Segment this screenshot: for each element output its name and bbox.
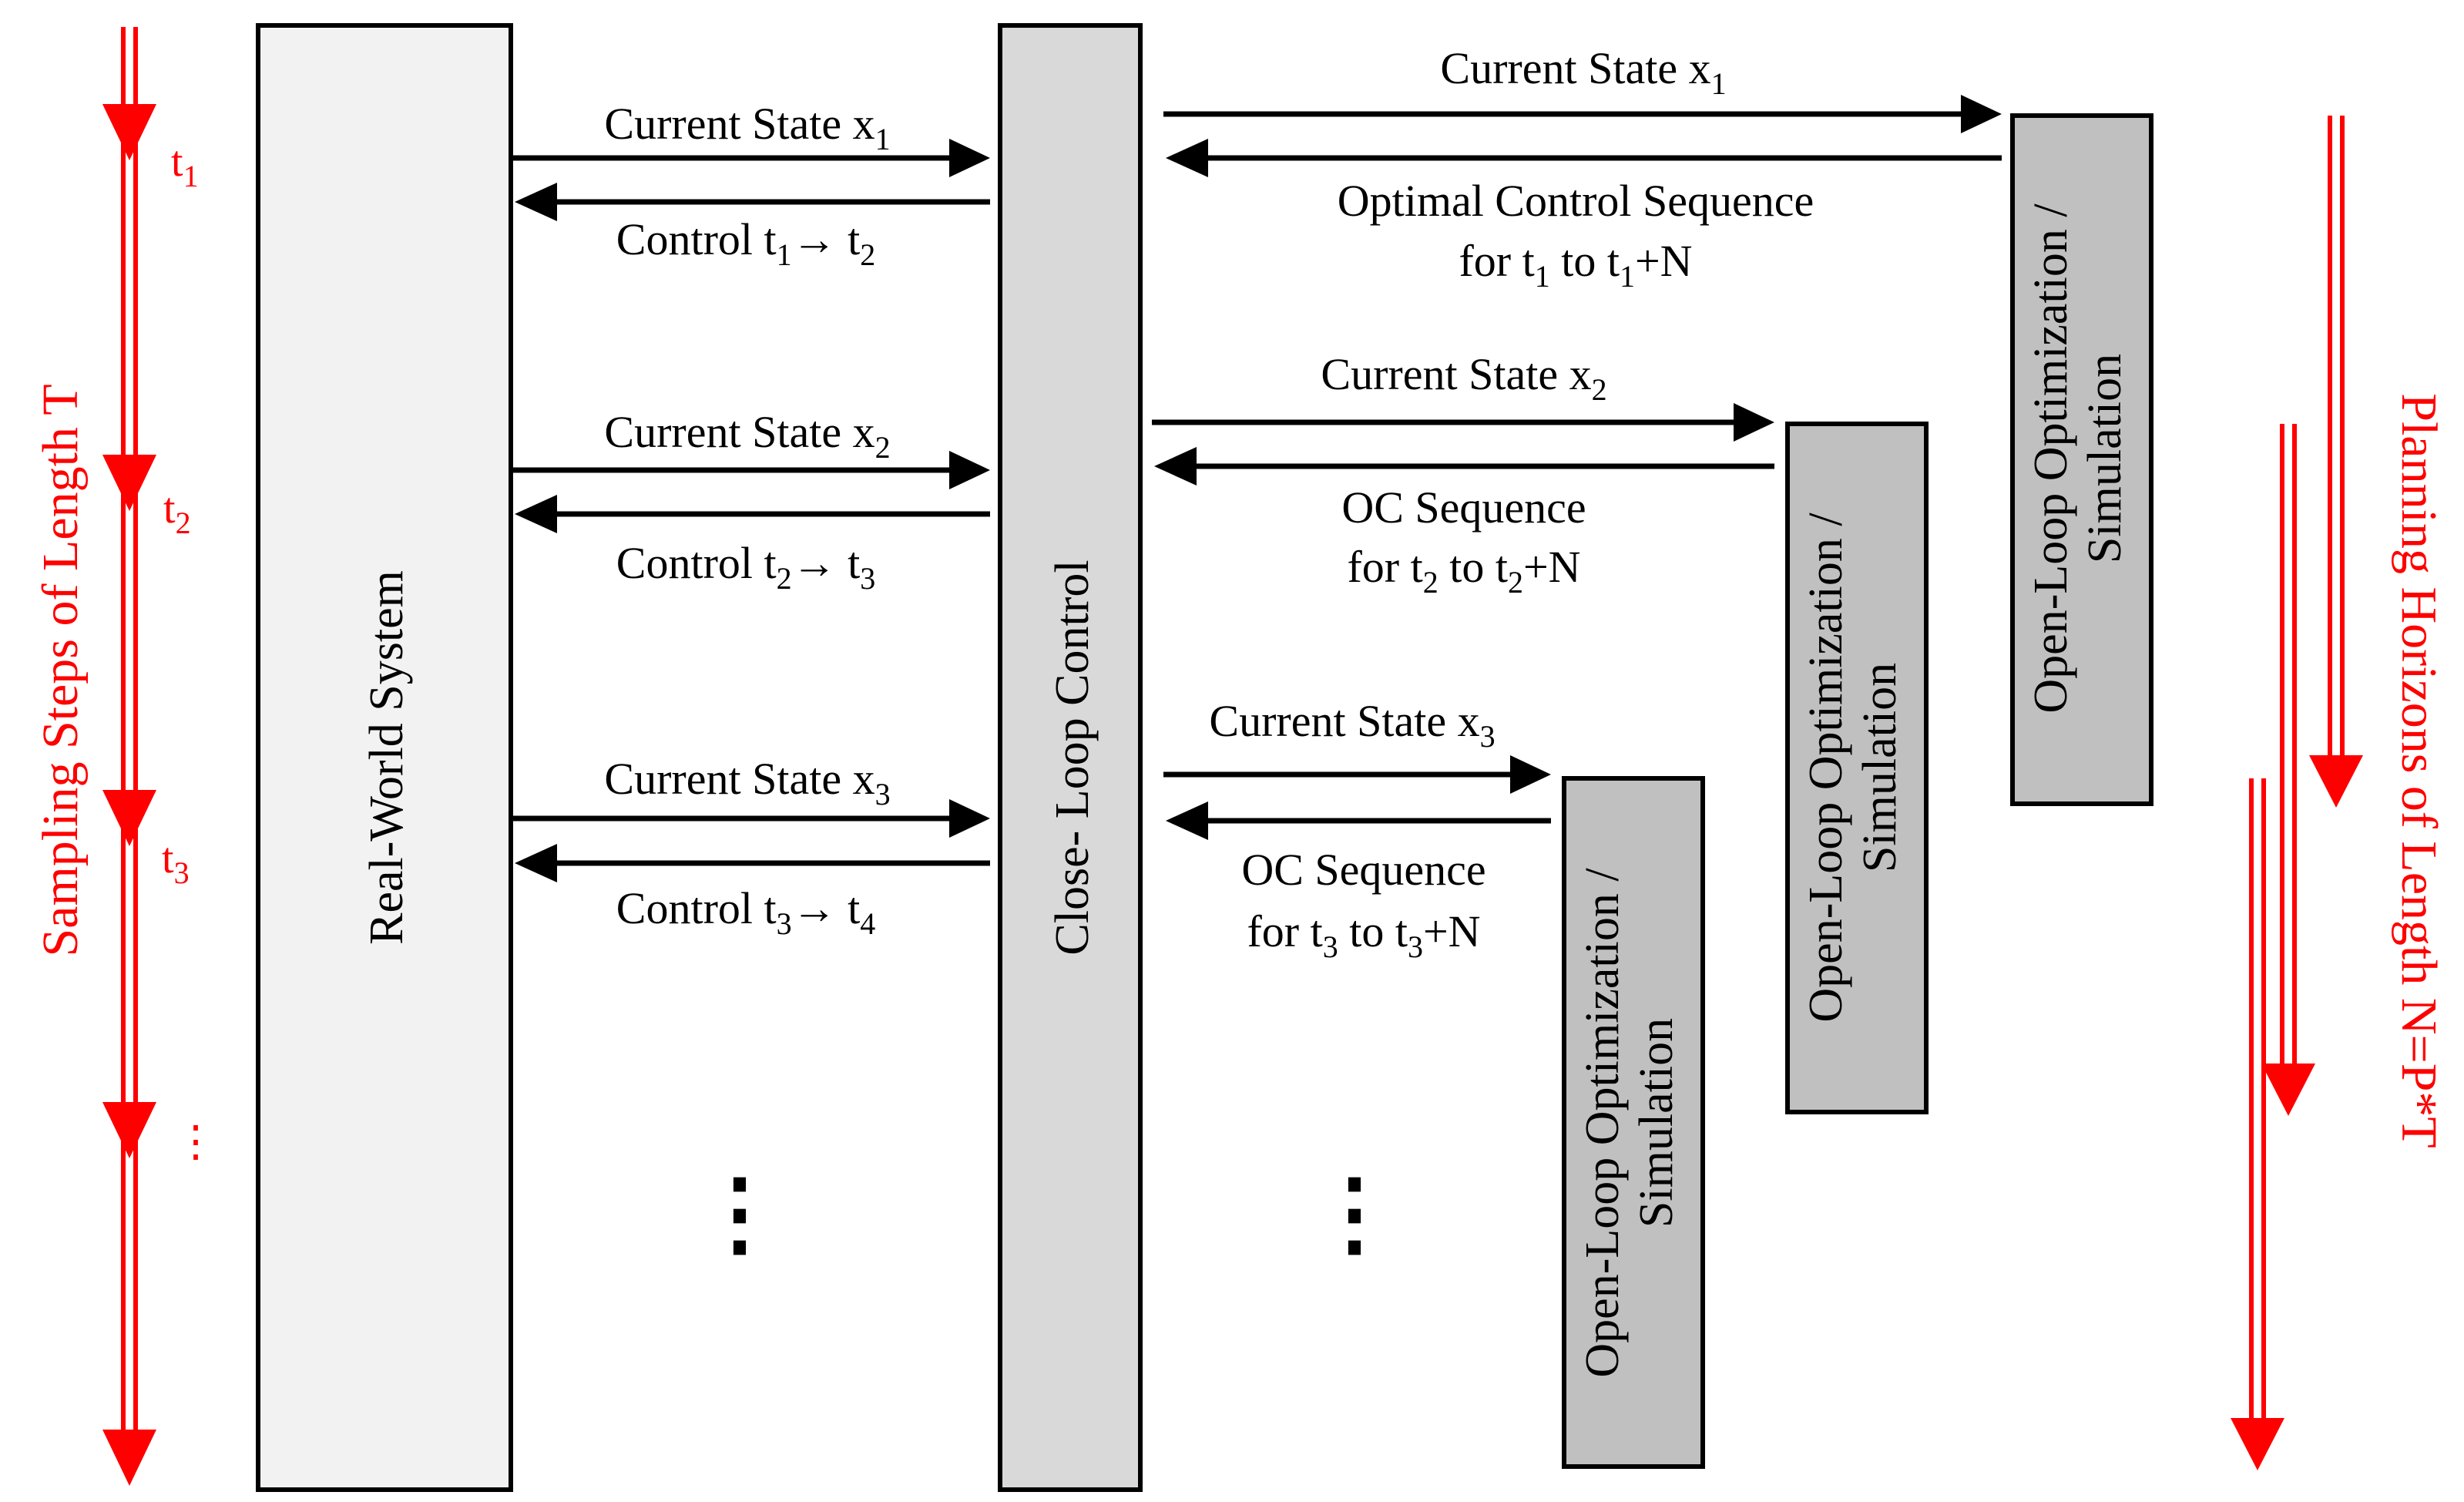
tick-t3: t3 bbox=[162, 835, 190, 890]
sampling-axis-label: Sampling Steps of Length T bbox=[32, 384, 89, 956]
sequence-label-line1: OC Sequence bbox=[1241, 845, 1485, 895]
planning-horizon-3 bbox=[2231, 778, 2284, 1470]
current-state-label: Current State x2 bbox=[1321, 349, 1606, 407]
tick-ellipsis: ⋮ bbox=[174, 1118, 217, 1166]
left-exchange-1: Current State x1 Control t1→ t2 bbox=[512, 99, 990, 272]
state-arrowhead bbox=[1734, 403, 1774, 442]
right-exchange-3: Current State x3 OC Sequence for t3 to t… bbox=[1163, 696, 1551, 964]
sequence-arrowhead bbox=[1154, 447, 1197, 486]
right-exchange-2: Current State x2 OC Sequence for t2 to t… bbox=[1152, 349, 1774, 600]
real-world-system-label: Real-World System bbox=[361, 570, 413, 945]
state-arrowhead bbox=[949, 139, 990, 177]
open-loop-3-line1: Open-Loop Optimization / bbox=[1576, 868, 1629, 1378]
open-loop-block-2 bbox=[1785, 422, 1929, 1114]
open-loop-1-line1: Open-Loop Optimization / bbox=[2025, 203, 2077, 714]
real-world-system-block bbox=[256, 23, 513, 1492]
state-arrowhead bbox=[949, 799, 990, 838]
current-state-label: Current State x1 bbox=[604, 99, 890, 156]
control-label: Control t2→ t3 bbox=[616, 538, 875, 596]
timeline-arrow-2 bbox=[102, 455, 156, 511]
tick-t1: t1 bbox=[171, 138, 199, 193]
control-label: Control t1→ t2 bbox=[616, 214, 875, 272]
horizon-arrowhead bbox=[2261, 1063, 2315, 1116]
current-state-label: Current State x3 bbox=[1209, 696, 1495, 754]
sequence-label-line1: OC Sequence bbox=[1341, 482, 1586, 533]
sequence-arrowhead bbox=[1166, 801, 1208, 840]
sequence-label-line2: for t1 to t1+N bbox=[1459, 236, 1692, 294]
open-loop-1-line2: Simulation bbox=[2079, 354, 2131, 563]
state-arrowhead bbox=[1510, 755, 1551, 794]
timeline-arrow-4 bbox=[102, 1102, 156, 1158]
timeline-arrow-1 bbox=[102, 104, 156, 160]
planning-horizon-1 bbox=[2309, 116, 2363, 808]
sequence-label-line2: for t2 to t2+N bbox=[1347, 542, 1580, 600]
ellipsis-right: ⋮ bbox=[1308, 1162, 1401, 1265]
closed-loop-control-label: Close- Loop Control bbox=[1046, 559, 1099, 955]
control-arrowhead bbox=[515, 844, 557, 882]
open-loop-2-line1: Open-Loop Optimization / bbox=[1800, 512, 1852, 1023]
left-exchange-3: Current State x3 Control t3→ t4 bbox=[512, 754, 990, 941]
open-loop-2-line2: Simulation bbox=[1854, 663, 1906, 872]
sampling-timeline bbox=[102, 27, 156, 1486]
state-arrowhead bbox=[1961, 95, 2002, 133]
control-label: Control t3→ t4 bbox=[616, 883, 875, 941]
open-loop-block-3 bbox=[1562, 776, 1705, 1469]
timeline-arrow-3 bbox=[102, 790, 156, 846]
left-exchange-2: Current State x2 Control t2→ t3 bbox=[512, 407, 990, 596]
state-arrowhead bbox=[949, 451, 990, 489]
sequence-arrowhead bbox=[1166, 139, 1208, 177]
horizon-arrowhead bbox=[2231, 1418, 2284, 1470]
current-state-label: Current State x2 bbox=[604, 407, 890, 465]
horizon-arrowhead bbox=[2309, 755, 2363, 808]
open-loop-block-1 bbox=[2010, 113, 2153, 806]
current-state-label: Current State x3 bbox=[604, 754, 890, 811]
closed-loop-control-block bbox=[998, 23, 1143, 1492]
control-arrowhead bbox=[515, 495, 557, 533]
planning-axis-label: Planning Horizons of Length N=P*T bbox=[2391, 393, 2447, 1148]
right-exchange-1: Current State x1 Optimal Control Sequenc… bbox=[1163, 43, 2002, 294]
sequence-label-line1: Optimal Control Sequence bbox=[1338, 176, 1814, 226]
ellipsis-left: ⋮ bbox=[693, 1162, 786, 1265]
tick-t2: t2 bbox=[163, 485, 191, 540]
control-arrowhead bbox=[515, 183, 557, 221]
timeline-arrow-end bbox=[102, 1430, 156, 1486]
planning-horizon-2 bbox=[2261, 424, 2315, 1116]
open-loop-3-line2: Simulation bbox=[1630, 1018, 1683, 1228]
current-state-label: Current State x1 bbox=[1440, 43, 1726, 101]
sequence-label-line2: for t3 to t3+N bbox=[1247, 906, 1480, 964]
